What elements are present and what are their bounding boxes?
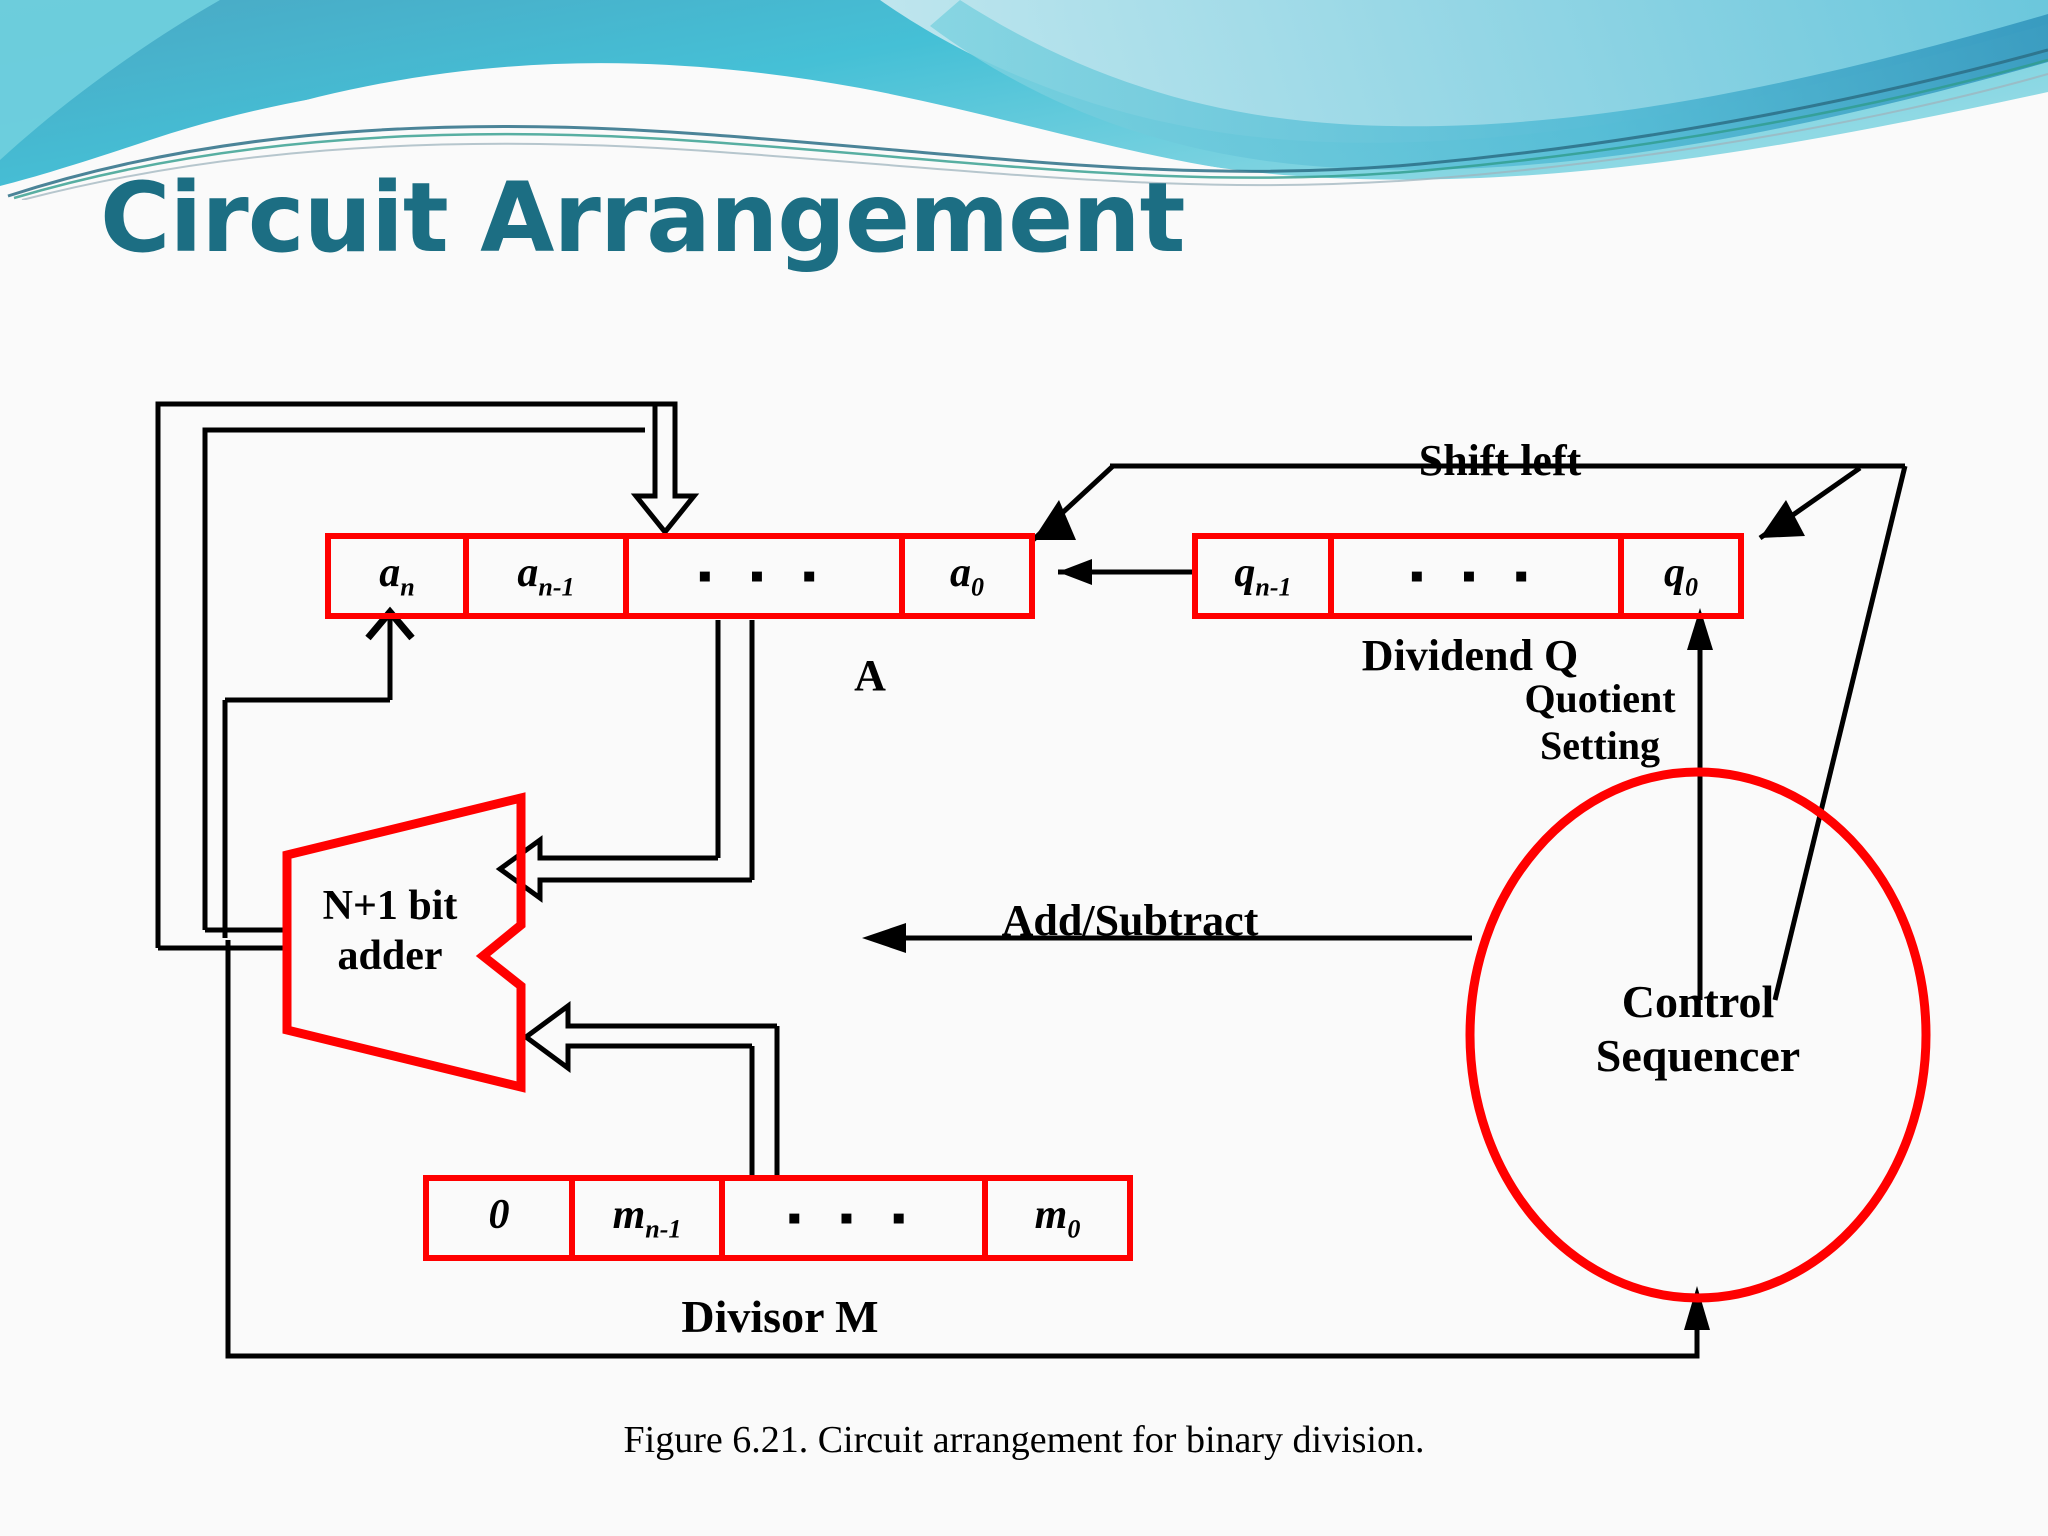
cell-base: a <box>517 550 539 597</box>
cell-sub: 0 <box>1684 572 1698 602</box>
register-m-cell-ellipsis: ▪ ▪ ▪ <box>719 1181 982 1255</box>
register-a-cell-an1: an-1 <box>463 539 623 613</box>
register-q[interactable]: qn-1 ▪ ▪ ▪ q0 <box>1192 533 1744 619</box>
register-q-label: Dividend Q <box>1361 631 1579 680</box>
control-sequencer-label: Control Sequencer <box>1595 976 1801 1082</box>
shift-left-label: Shift left <box>1418 436 1582 485</box>
cell-base: 0 <box>488 1192 510 1239</box>
cell-sub: n-1 <box>1255 572 1292 602</box>
cell-base: m <box>1034 1192 1068 1239</box>
register-m-cell-m0: m0 <box>982 1181 1127 1255</box>
register-q-cell-qn1: qn-1 <box>1198 539 1328 613</box>
register-m-cell-mn1: mn-1 <box>569 1181 719 1255</box>
cell-sub: n-1 <box>645 1214 682 1244</box>
ellipsis-dots: ▪ ▪ ▪ <box>697 553 831 598</box>
add-subtract-label: Add/Subtract <box>1001 896 1259 945</box>
control-sequencer-shape <box>1465 767 1931 1303</box>
cell-sub: 0 <box>1067 1214 1081 1244</box>
cell-base: m <box>612 1192 646 1239</box>
register-a[interactable]: an an-1 ▪ ▪ ▪ a0 <box>325 533 1035 619</box>
quotient-setting-label: Quotient Setting <box>1524 676 1676 769</box>
cell-base: a <box>949 550 971 597</box>
cell-sub: 0 <box>970 572 984 602</box>
cell-base: q <box>1663 550 1685 597</box>
figure-caption: Figure 6.21. Circuit arrangement for bin… <box>623 1419 1425 1461</box>
register-m-cell-zero: 0 <box>429 1181 569 1255</box>
register-q-cell-q0: q0 <box>1618 539 1738 613</box>
register-q-cell-ellipsis: ▪ ▪ ▪ <box>1328 539 1618 613</box>
cell-base: q <box>1234 550 1256 597</box>
register-a-cell-a0: a0 <box>899 539 1029 613</box>
cell-sub: n-1 <box>538 572 575 602</box>
adder-shape <box>282 792 526 1093</box>
register-a-cell-ellipsis: ▪ ▪ ▪ <box>623 539 899 613</box>
register-a-cell-an: an <box>331 539 463 613</box>
register-a-label: A <box>854 651 886 700</box>
register-m-label: Divisor M <box>681 1291 879 1342</box>
cell-base: a <box>379 550 401 597</box>
cell-sub: n <box>400 572 415 602</box>
adder-label: N+1 bit adder <box>322 883 458 979</box>
ellipsis-dots: ▪ ▪ ▪ <box>787 1195 920 1240</box>
ellipsis-dots: ▪ ▪ ▪ <box>1409 553 1543 598</box>
page-title: Circuit Arrangement <box>100 162 1185 274</box>
register-m[interactable]: 0 mn-1 ▪ ▪ ▪ m0 <box>423 1175 1133 1261</box>
